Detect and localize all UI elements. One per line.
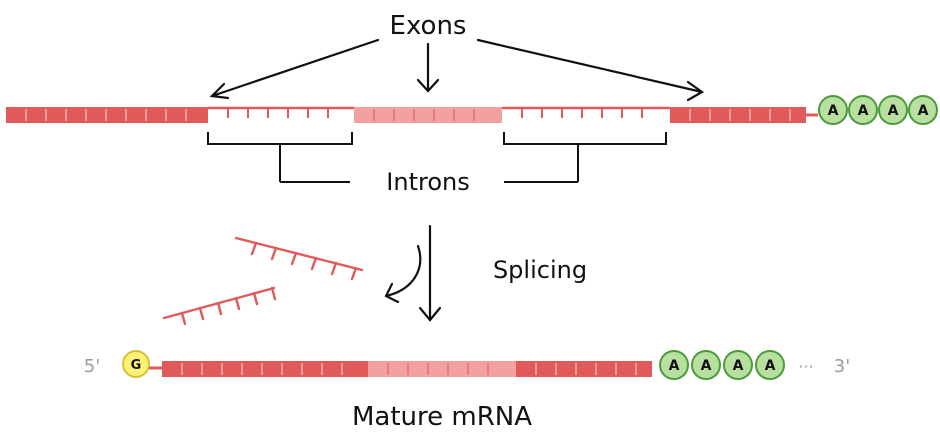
poly-a-letter: A [701, 358, 712, 374]
poly-a-letter: A [918, 103, 929, 119]
excised-intron-2 [162, 286, 277, 326]
exon-1 [6, 107, 208, 123]
exon-3 [670, 107, 806, 123]
three-prime-label: 3' [834, 356, 850, 377]
intron-1 [208, 106, 354, 118]
exon-arrows [209, 38, 705, 102]
poly-a-letter: A [888, 103, 899, 119]
mature-exon-2 [368, 361, 516, 377]
poly-a-letter: A [765, 358, 776, 374]
excised-intron-1 [234, 236, 364, 281]
poly-a-letter: A [733, 358, 744, 374]
exon-2 [354, 107, 502, 123]
mature-exon-3 [516, 361, 652, 377]
intron-2 [502, 106, 670, 118]
poly-a-tail-top: A A A A [818, 95, 938, 125]
mature-mrna-strand [162, 361, 652, 377]
five-prime-label: 5' [84, 356, 100, 377]
splicing-arrow [384, 224, 442, 322]
intron-brackets [207, 132, 667, 183]
mature-exon-1 [162, 361, 368, 377]
poly-a-tail-bottom: A A A A [659, 350, 785, 380]
splicing-label: Splicing [493, 256, 587, 284]
cap-g: G [122, 350, 150, 378]
pre-mrna-strand [6, 106, 818, 123]
poly-a-letter: A [828, 103, 839, 119]
poly-a-letter: A [669, 358, 680, 374]
exons-label: Exons [390, 11, 467, 41]
ellipsis: ··· [798, 357, 813, 376]
mature-mrna-label: Mature mRNA [352, 402, 532, 432]
introns-label: Introns [386, 168, 469, 196]
cap-letter: G [131, 358, 142, 373]
poly-a-letter: A [858, 103, 869, 119]
